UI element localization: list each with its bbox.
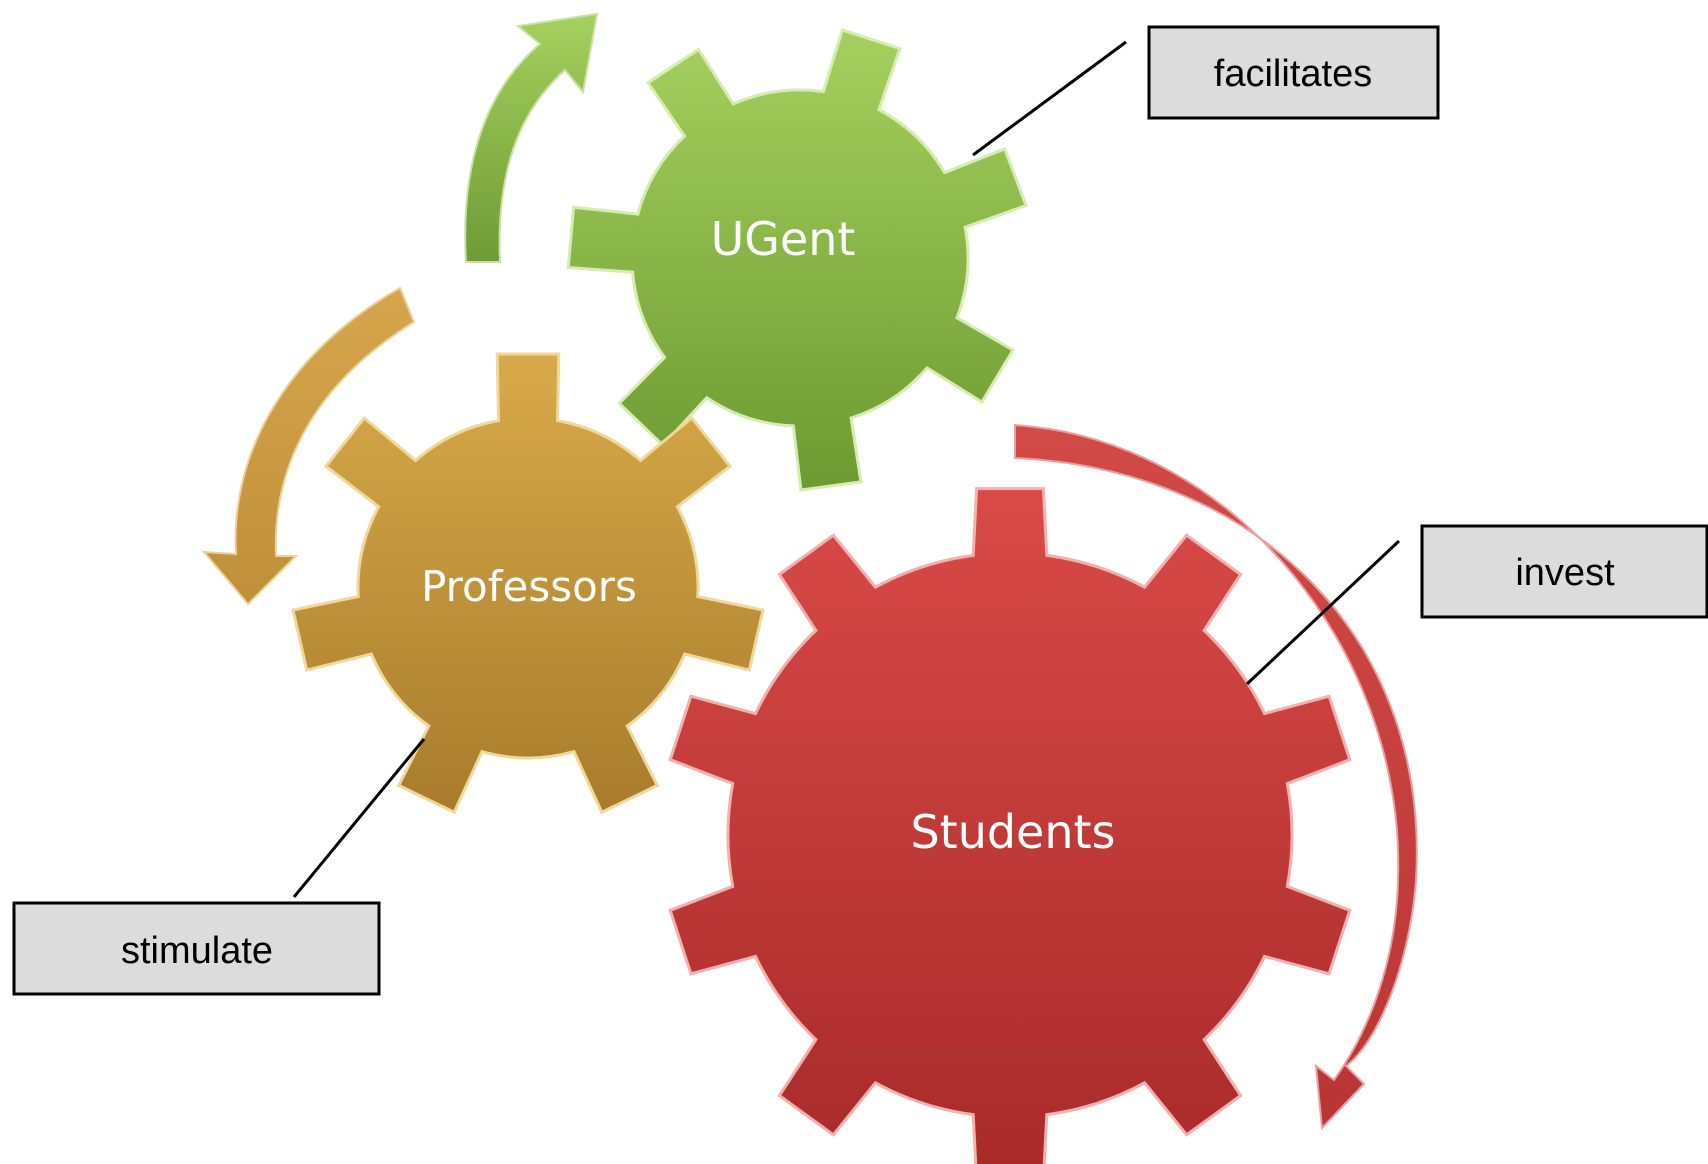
students-gear (668, 487, 1352, 1164)
stimulate-label: stimulate (121, 930, 273, 972)
professors-label: Professors (421, 562, 637, 611)
invest-label: invest (1515, 552, 1615, 594)
stimulate-connector (292, 738, 426, 898)
facilitates-box (1147, 25, 1440, 120)
facilitates-connector (972, 40, 1127, 157)
red-rotation-arrow (1014, 423, 1418, 1131)
ugent-gear (566, 28, 1028, 492)
gold-rotation-arrow (201, 286, 416, 606)
invest-connector (1245, 539, 1401, 686)
invest-callout: invest (1420, 524, 1708, 619)
rotation-arrows (201, 12, 1418, 1131)
facilitates-callout: facilitates (1147, 25, 1440, 120)
stimulate-box (12, 901, 381, 996)
green-rotation-arrow (464, 12, 599, 263)
callout-connectors (292, 40, 1401, 898)
facilitates-label: facilitates (1214, 53, 1372, 95)
students-label: Students (910, 805, 1115, 859)
stimulate-callout: stimulate (12, 901, 381, 996)
professors-gear (291, 352, 765, 815)
invest-box (1420, 524, 1708, 619)
ugent-label: UGent (711, 212, 856, 266)
